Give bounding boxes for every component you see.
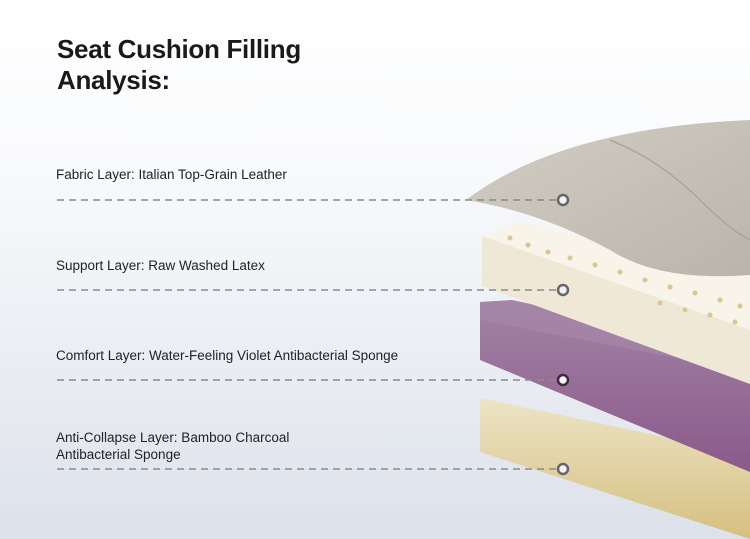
leather-layer (466, 120, 750, 277)
label-line-1: Anti-Collapse Layer: Bamboo Charcoal (56, 430, 290, 445)
label-comfort-layer: Comfort Layer: Water-Feeling Violet Anti… (56, 348, 399, 363)
marker-dot-fabric (556, 193, 570, 207)
title-line-2: Analysis: (57, 65, 170, 95)
bamboo-layer (480, 398, 750, 539)
label-line-2: Antibacterial Sponge (56, 447, 181, 462)
marker-dot-comfort (556, 373, 570, 387)
marker-dot-support (556, 283, 570, 297)
label-support-layer: Support Layer: Raw Washed Latex (56, 258, 265, 273)
label-fabric-layer: Fabric Layer: Italian Top-Grain Leather (56, 167, 287, 182)
label-anticollapse-layer: Anti-Collapse Layer: Bamboo Charcoal Ant… (56, 429, 289, 463)
page-title: Seat Cushion Filling Analysis: (57, 34, 301, 96)
marker-dot-anticollapse (556, 462, 570, 476)
title-line-1: Seat Cushion Filling (57, 34, 301, 64)
